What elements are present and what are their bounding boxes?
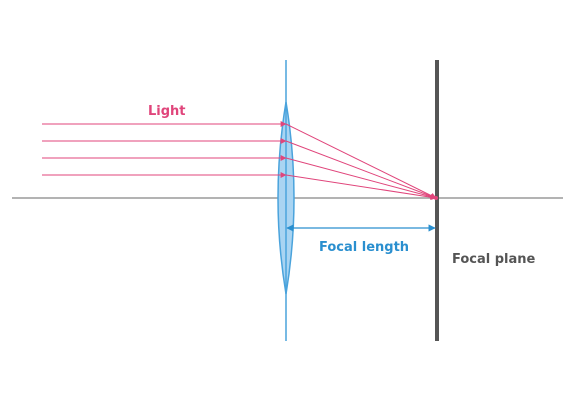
- refracted-ray: [285, 174, 437, 201]
- refracted-ray: [285, 140, 437, 199]
- focal-point: [434, 196, 438, 200]
- refracted-ray: [285, 157, 437, 200]
- light-label: Light: [148, 104, 186, 119]
- refracted-ray: [285, 123, 437, 199]
- focal-length-label: Focal length: [319, 240, 410, 255]
- focal-plane-label: Focal plane: [452, 252, 536, 267]
- incoming-rays: [42, 121, 287, 178]
- refracted-rays: [285, 123, 437, 201]
